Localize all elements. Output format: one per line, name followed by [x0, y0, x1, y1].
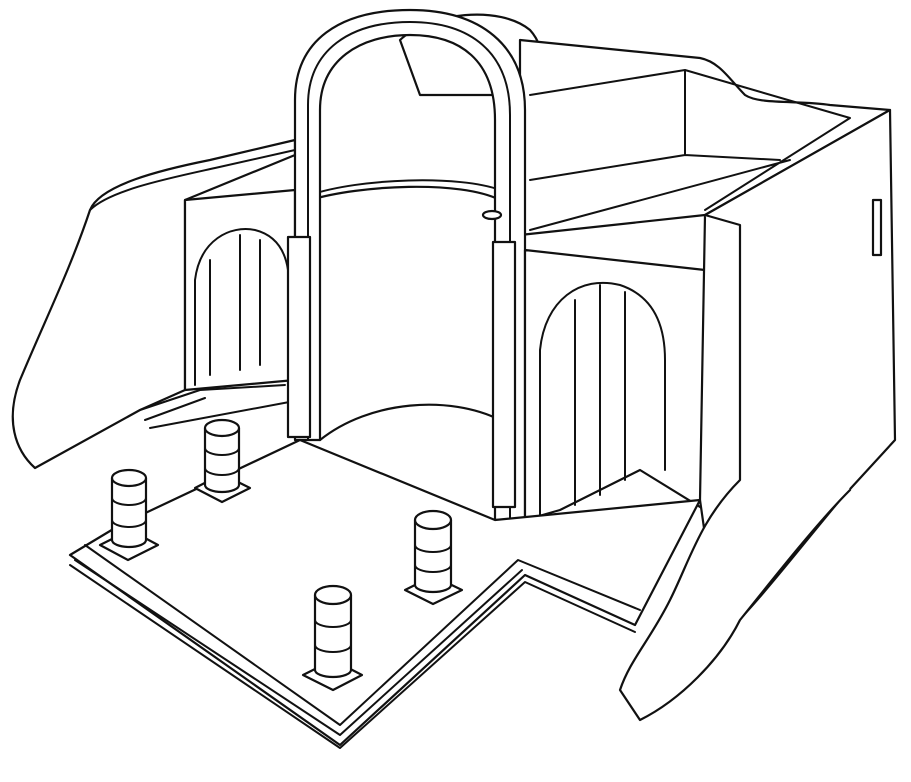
right-wall-front	[618, 213, 852, 722]
window-slit	[871, 198, 883, 257]
column	[193, 418, 252, 504]
left-steps	[139, 384, 301, 429]
platform	[68, 438, 702, 747]
arch-inner-line	[307, 21, 511, 521]
right-room	[523, 248, 707, 522]
arch-impost	[481, 209, 503, 221]
column	[98, 468, 160, 562]
column	[403, 509, 464, 606]
left-wall	[11, 138, 297, 470]
pilaster-left	[286, 235, 312, 439]
apse-cornice	[309, 179, 501, 196]
right-arch-opening	[539, 281, 666, 516]
left-arch-opening	[194, 228, 289, 386]
apse	[308, 185, 502, 442]
upper-room-inner	[529, 69, 851, 231]
left-wall-top	[89, 149, 296, 211]
back-right-wall	[518, 38, 892, 237]
platform-steps	[69, 544, 641, 749]
pilaster-right	[491, 240, 517, 509]
column	[301, 584, 364, 692]
